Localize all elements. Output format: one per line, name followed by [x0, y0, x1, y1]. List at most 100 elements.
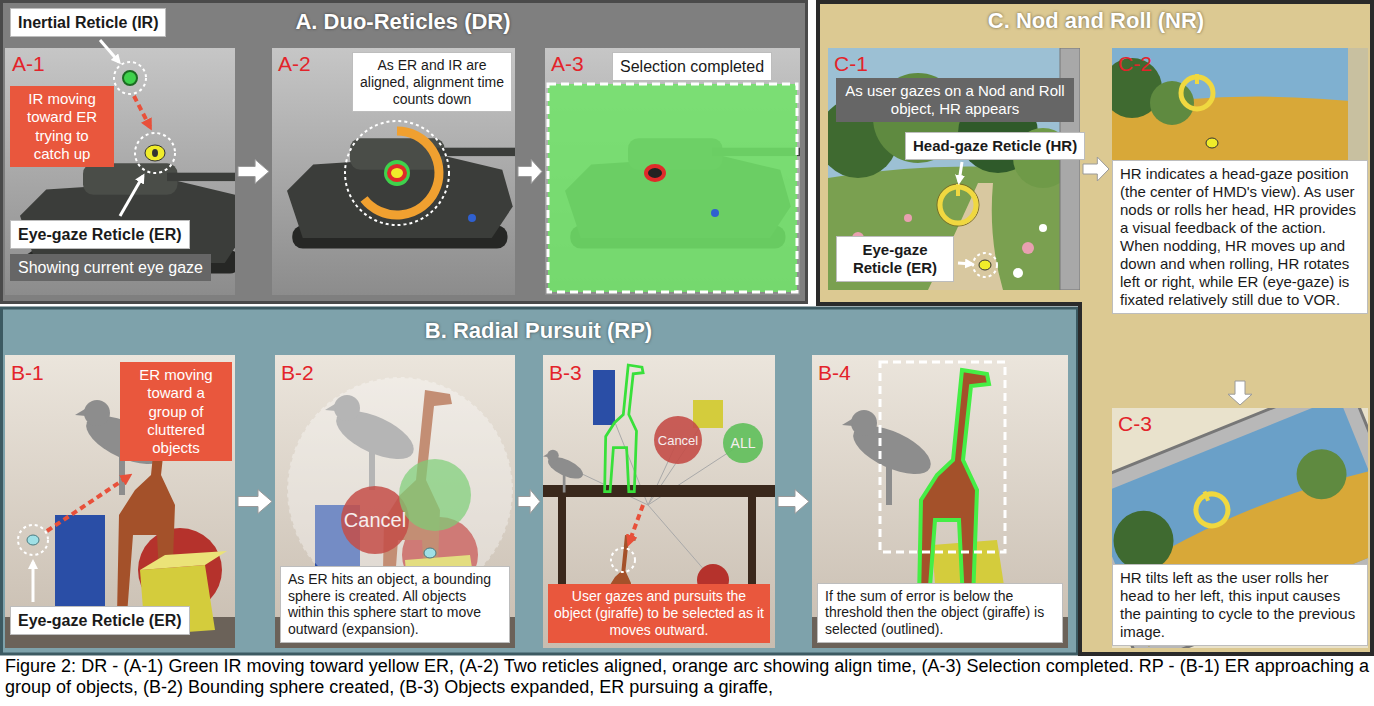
panel-band: A. Duo-Reticles (DR)A-1Inertial Reticle …	[0, 0, 806, 302]
flow-arrow	[1228, 381, 1252, 405]
illustration-part	[1206, 138, 1218, 148]
illustration-part	[55, 515, 105, 617]
callout-label: Inertial Reticle (IR)	[10, 8, 166, 37]
scene-image	[275, 355, 515, 648]
illustration-part	[548, 84, 797, 292]
step-label: C-2	[1118, 52, 1152, 76]
illustration-part	[123, 71, 137, 85]
illustration-part	[27, 535, 39, 545]
figure-caption: Figure 2: DR - (A-1) Green IR moving tow…	[5, 656, 1369, 697]
illustration-part	[424, 548, 436, 558]
scene-image	[5, 48, 262, 295]
image-panel: B-1 ER moving toward a group of cluttered…	[5, 355, 235, 648]
illustration-part	[956, 184, 960, 196]
leader-lines	[33, 40, 972, 602]
callout-label: Eye-gaze Reticle (ER)	[10, 220, 190, 249]
illustration-part	[958, 263, 972, 264]
illustration-part	[32, 562, 35, 602]
illustration-part	[47, 476, 129, 531]
step-label: B-1	[11, 361, 44, 385]
step-label: B-4	[818, 361, 851, 385]
illustration-part	[1195, 74, 1199, 84]
callout-note: As user gazes on a Nod and Roll object, …	[836, 78, 1074, 122]
callout-text: Selection completed	[620, 57, 764, 76]
illustration-part	[646, 166, 664, 180]
callout-text: Eye-gaze Reticle (ER)	[18, 225, 182, 244]
illustration-part	[842, 410, 938, 505]
image-panel: A-2As ER and IR are aligned, alignment t…	[272, 48, 515, 295]
illustration-part	[1022, 242, 1034, 254]
illustration-part	[545, 48, 800, 295]
callout-text: HR indicates a head-gaze position (the c…	[1120, 165, 1360, 309]
illustration-part	[1069, 378, 1374, 667]
illustration-part	[904, 214, 912, 222]
callout-note: IR moving toward ER trying to catch up	[10, 86, 114, 167]
flow-arrow	[778, 490, 809, 514]
illustration-part	[654, 416, 702, 464]
callout-note: Showing current eye gaze	[10, 254, 211, 281]
panel-title: C. Nod and Roll (NR)	[988, 8, 1204, 34]
illustration-part	[543, 450, 586, 493]
illustration-part	[605, 365, 644, 492]
scene-image	[5, 355, 235, 648]
illustration-part	[593, 370, 615, 425]
scene-image	[1069, 378, 1374, 667]
image-panel: B-4 If the sum of error is below the thre…	[812, 355, 1068, 648]
button-label: ALL	[731, 435, 756, 451]
illustration-part	[543, 485, 775, 497]
callout-note: Selection completed	[612, 52, 772, 81]
description-box: HR indicates a head-gaze position (the c…	[1112, 160, 1368, 314]
description-box: User gazes and pursuits the object (gira…	[548, 584, 770, 643]
panel-ground	[2, 2, 807, 303]
illustration-part	[693, 400, 723, 428]
callout-text: Eye-gaze Reticle (ER)	[18, 611, 182, 630]
panel-band: B. Radial Pursuit (RP) B-1 ER moving towar…	[0, 308, 1077, 654]
step-label: C-3	[1118, 412, 1152, 436]
scene-image	[545, 48, 807, 295]
illustration-part	[812, 355, 1068, 648]
illustration-part	[1191, 489, 1233, 531]
callout-label: Eye-gaze Reticle (ER)	[836, 236, 954, 282]
flow-arrow	[238, 160, 269, 184]
illustration-part	[979, 260, 991, 270]
button-label: Cancel	[344, 509, 406, 532]
selection-frame	[548, 84, 797, 292]
illustration-part	[611, 548, 635, 572]
callout-text: Showing current eye gaze	[18, 258, 203, 277]
illustration-part	[1203, 491, 1210, 502]
scene-image	[543, 355, 775, 648]
illustration-part	[1112, 48, 1368, 160]
callout-text: ER moving toward a group of cluttered ob…	[126, 366, 226, 457]
callout-text: If the sum of error is below the thresho…	[825, 588, 1055, 638]
callout-note: ER moving toward a group of cluttered ob…	[120, 362, 232, 461]
illustration-part	[1039, 224, 1047, 232]
illustration-part	[287, 138, 529, 248]
callout-text: As user gazes on a Nod and Roll object, …	[844, 82, 1066, 118]
illustration-part	[114, 62, 146, 94]
image-panel: C-2 HR indicates a head-gaze position (th…	[1112, 48, 1368, 378]
illustration-part	[384, 160, 410, 186]
illustration-part	[140, 551, 227, 570]
image-panel: C-1As user gazes on a Nod and Roll objec…	[828, 48, 1080, 290]
illustration-part	[275, 355, 515, 648]
illustration-part	[629, 505, 643, 543]
callout-text: Eye-gaze Reticle (ER)	[844, 241, 946, 277]
illustration-part	[1013, 268, 1023, 278]
panel-title: B. Radial Pursuit (RP)	[425, 318, 652, 344]
illustration-part	[364, 131, 439, 215]
illustration-part	[1348, 48, 1368, 160]
illustration-part	[341, 486, 409, 554]
button-label: Cancel	[658, 433, 698, 448]
illustration-part	[389, 166, 405, 180]
image-panel: A-3Selection completed	[545, 48, 800, 295]
panel-ground	[2, 308, 1078, 654]
image-panel: A-1Inertial Reticle (IR)IR moving toward…	[5, 8, 235, 295]
callout-text: Head-gaze Reticle (HR)	[913, 137, 1077, 155]
flow-arrow	[238, 490, 272, 514]
callout-text: Inertial Reticle (IR)	[18, 13, 158, 32]
illustration-part	[711, 209, 719, 217]
description-box: HR tilts left as the user rolls her head…	[1112, 564, 1368, 646]
illustration-part	[152, 149, 158, 157]
scene-image	[812, 355, 1068, 648]
illustration-part	[100, 40, 119, 62]
